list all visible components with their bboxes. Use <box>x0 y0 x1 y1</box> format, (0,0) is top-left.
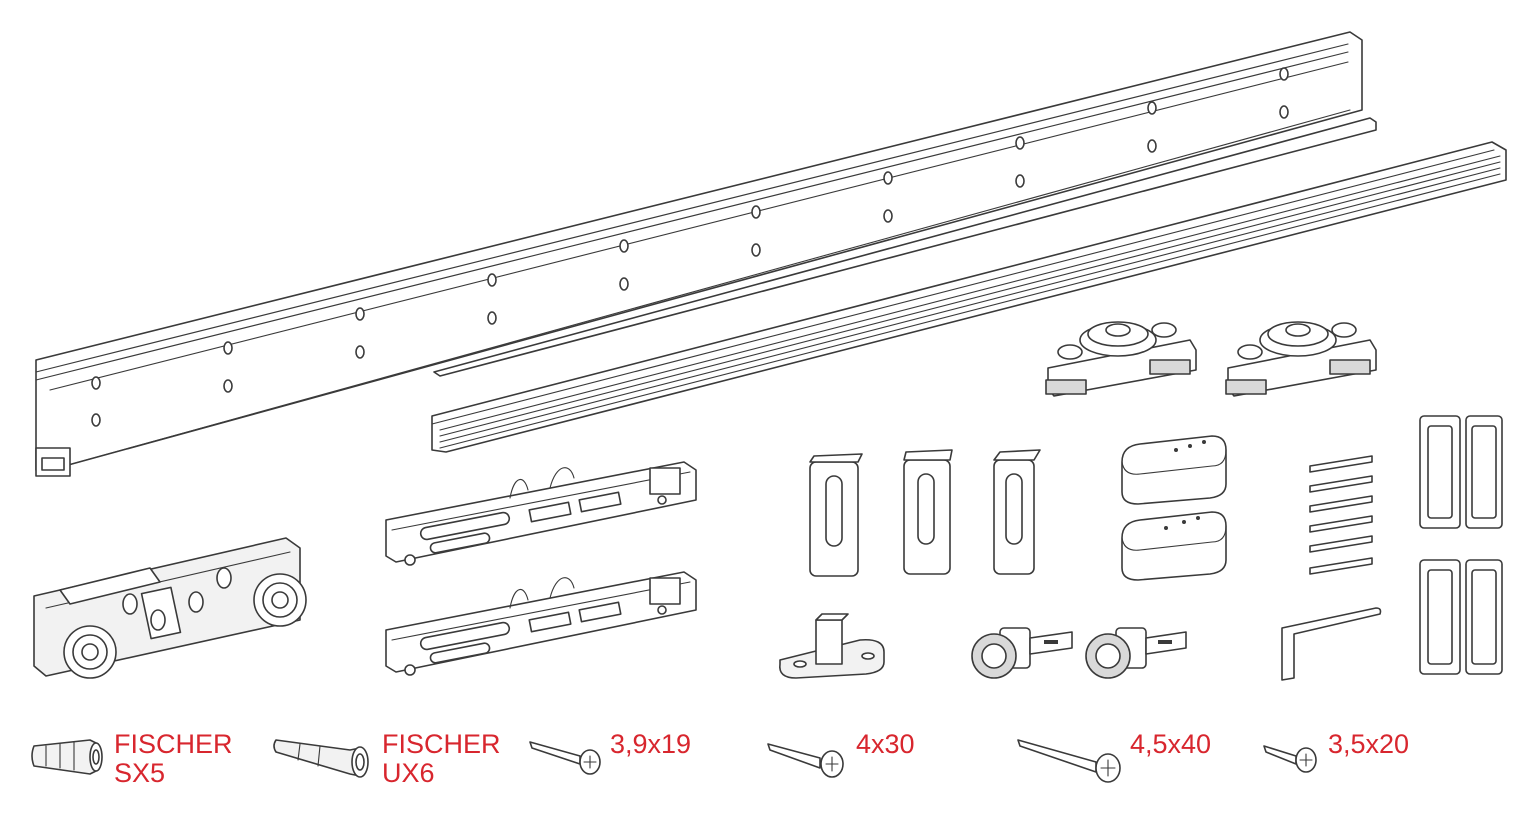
end-stop-block-2 <box>1121 511 1227 581</box>
cover-cap-3 <box>1419 559 1461 675</box>
guide-wheel-1 <box>971 627 1073 679</box>
roller-carriage-1 <box>1045 321 1197 397</box>
label-screw-3-5x20: 3,5x20 <box>1328 729 1410 759</box>
label-screw-3-9x19: 3,9x19 <box>610 729 692 759</box>
slotted-bracket-2 <box>903 449 953 575</box>
fischer-ux6-plug <box>273 739 369 778</box>
label-fischer-ux6: FISCHER UX6 <box>382 730 501 788</box>
damper-housing-1 <box>385 461 697 566</box>
label-fischer-sx5-line2: SX5 <box>114 758 166 788</box>
roller-carriage-2 <box>1225 321 1377 397</box>
fischer-sx5-plug <box>31 739 103 775</box>
shim-plates <box>1309 455 1373 575</box>
label-fischer-sx5: FISCHER SX5 <box>114 730 233 788</box>
label-screw-4x30: 4x30 <box>856 729 915 759</box>
slotted-bracket-3 <box>993 449 1041 575</box>
cover-cap-1 <box>1419 415 1461 529</box>
cover-cap-2 <box>1465 415 1503 529</box>
screw-4x30 <box>767 743 844 778</box>
label-fischer-ux6-line1: FISCHER <box>382 729 501 759</box>
damper-housing-2 <box>385 571 697 676</box>
floor-guide <box>779 613 885 679</box>
track-holes <box>91 67 1289 427</box>
end-stop-block-1 <box>1121 435 1227 505</box>
top-track-rail <box>35 31 1363 477</box>
hex-key <box>1281 607 1382 681</box>
screw-3-5x20 <box>1263 745 1317 773</box>
screw-4-5x40 <box>1017 739 1121 783</box>
screw-3-9x19 <box>529 741 601 775</box>
slotted-bracket-1 <box>809 453 863 577</box>
label-fischer-ux6-line2: UX6 <box>382 758 435 788</box>
label-screw-4-5x40: 4,5x40 <box>1130 729 1212 759</box>
cover-profile <box>431 117 1507 453</box>
soft-close-damper <box>33 537 307 679</box>
guide-wheel-2 <box>1085 627 1187 679</box>
cover-cap-4 <box>1465 559 1503 675</box>
label-fischer-sx5-line1: FISCHER <box>114 729 233 759</box>
